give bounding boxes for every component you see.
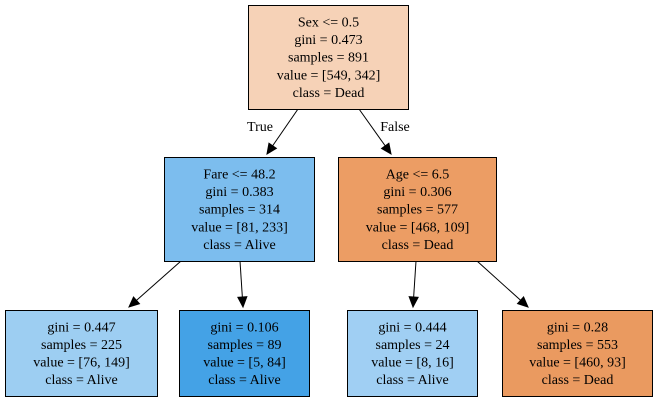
nodes-layer: Sex <= 0.5 gini = 0.473 samples = 891 value…: [5, 5, 653, 397]
tree-node-ll: gini = 0.447 samples = 225 value = [76, 14…: [5, 310, 158, 397]
node-box: [248, 5, 409, 110]
node-text-line: class = Dead: [293, 86, 365, 101]
tree-node-lr: gini = 0.106 samples = 89 value = [5, 84] c…: [179, 310, 310, 397]
tree-node-root: Sex <= 0.5 gini = 0.473 samples = 891 value…: [248, 5, 409, 110]
tree-node-left: Fare <= 48.2 gini = 0.383 samples = 314 val…: [164, 157, 315, 262]
node-text-line: value = [81, 233]: [191, 220, 288, 235]
node-text-line: samples = 24: [376, 338, 450, 353]
edge-left-lr: [237, 260, 248, 309]
tree-node-rl: gini = 0.444 samples = 24 value = [8, 16] c…: [347, 310, 478, 397]
edge-label-true: True: [247, 120, 273, 135]
node-text-line: class = Dead: [382, 238, 454, 253]
edge-line: [476, 260, 521, 301]
arrowhead: [380, 142, 392, 155]
node-text-line: value = [8, 16]: [371, 356, 454, 371]
node-text-line: class = Alive: [376, 373, 448, 388]
edge-root-right: False: [358, 108, 410, 155]
edge-label-false: False: [380, 120, 410, 135]
edge-root-left: True: [247, 108, 299, 156]
node-box: [338, 157, 497, 262]
arrowhead: [128, 296, 141, 308]
node-text-line: gini = 0.306: [383, 185, 451, 200]
node-text-line: samples = 891: [288, 51, 369, 66]
edge-line: [136, 260, 182, 301]
edge-line: [239, 260, 243, 298]
node-text-line: value = [5, 84]: [203, 356, 286, 371]
node-box: [164, 157, 315, 262]
node-text-line: samples = 89: [208, 338, 282, 353]
node-text-line: gini = 0.28: [547, 320, 608, 335]
node-text-line: value = [468, 109]: [366, 220, 470, 235]
node-text-line: Fare <= 48.2: [203, 168, 275, 183]
edge-right-rr: [476, 260, 529, 308]
node-text-line: samples = 314: [199, 203, 280, 218]
node-text-line: gini = 0.106: [210, 320, 278, 335]
edge-left-ll: [128, 260, 182, 308]
node-text-line: samples = 225: [41, 338, 122, 353]
tree-node-rr: gini = 0.28 samples = 553 value = [460, 93…: [502, 310, 653, 397]
node-text-line: samples = 553: [537, 338, 618, 353]
node-text-line: class = Alive: [203, 238, 275, 253]
node-text-line: class = Alive: [45, 373, 117, 388]
node-text-line: Sex <= 0.5: [298, 16, 359, 31]
node-text-line: gini = 0.473: [294, 33, 362, 48]
edges-layer: True False: [128, 108, 529, 309]
arrowhead: [408, 296, 419, 309]
edge-line: [272, 108, 299, 147]
edge-line: [413, 260, 417, 298]
node-text-line: value = [460, 93]: [529, 356, 626, 371]
node-text-line: class = Dead: [542, 373, 614, 388]
edge-right-rl: [408, 260, 419, 309]
arrowhead: [266, 142, 278, 156]
node-text-line: gini = 0.447: [47, 320, 115, 335]
node-box: [502, 310, 653, 397]
arrowhead: [516, 296, 529, 308]
node-box: [5, 310, 158, 397]
arrowhead: [237, 296, 248, 309]
node-box: [179, 310, 310, 397]
node-text-line: value = [76, 149]: [33, 356, 130, 371]
node-text-line: samples = 577: [377, 203, 458, 218]
node-text-line: gini = 0.444: [378, 320, 446, 335]
edge-line: [358, 108, 386, 147]
node-box: [347, 310, 478, 397]
tree-node-right: Age <= 6.5 gini = 0.306 samples = 577 value…: [338, 157, 497, 262]
node-text-line: gini = 0.383: [205, 185, 273, 200]
node-text-line: class = Alive: [208, 373, 280, 388]
node-text-line: value = [549, 342]: [277, 68, 381, 83]
node-text-line: Age <= 6.5: [386, 168, 450, 183]
